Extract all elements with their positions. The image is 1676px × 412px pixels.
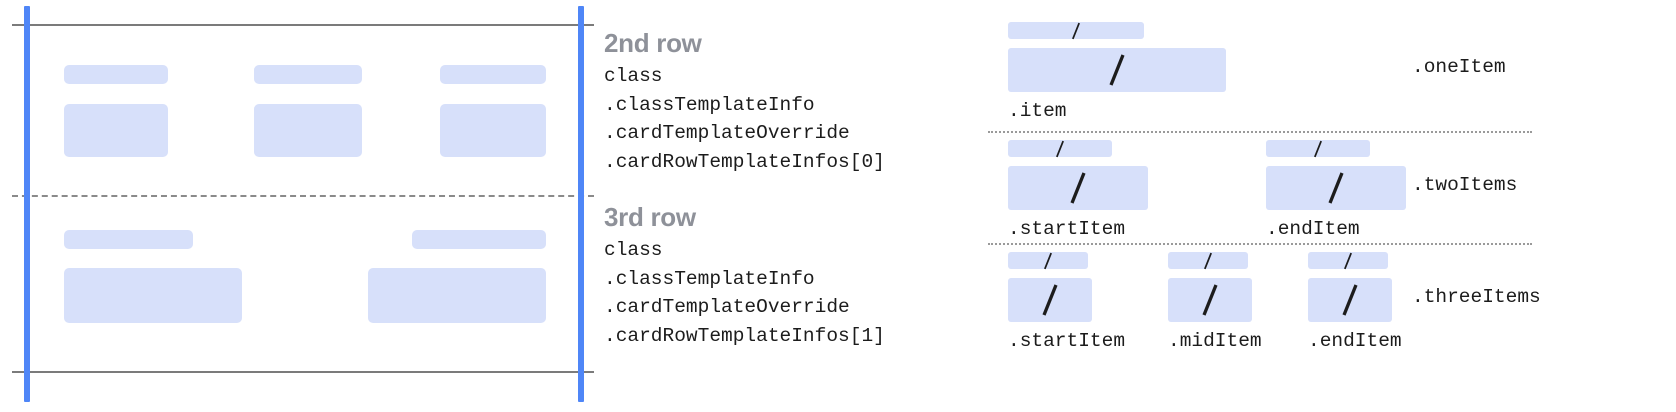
- item-slot: .endItem: [1266, 140, 1406, 242]
- body-block: [368, 268, 546, 323]
- body-block: [254, 104, 362, 157]
- label-block: [64, 230, 193, 249]
- label-block: [254, 65, 362, 84]
- item-slot-body: [1008, 166, 1148, 210]
- code-line: .cardRowTemplateInfos[0]: [604, 150, 885, 173]
- slash-icon: [1328, 172, 1344, 204]
- row-spec-second: 2nd row class .classTemplateInfo .cardTe…: [604, 26, 885, 176]
- row-spec-third: 3rd row class .classTemplateInfo .cardTe…: [604, 200, 885, 350]
- item-band-two-items: .startItem .endItem .twoItems: [988, 140, 1676, 250]
- item-slot-header: [1008, 140, 1112, 157]
- row-divider-dashed: [12, 195, 594, 197]
- slash-icon: [1342, 284, 1358, 316]
- row-heading: 3rd row: [604, 202, 696, 232]
- bottom-boundary-rule: [12, 371, 594, 373]
- item-slot-body: [1266, 166, 1406, 210]
- item-slot-body: [1008, 278, 1092, 322]
- slash-icon: [1109, 54, 1125, 86]
- item-slot-body: [1168, 278, 1252, 322]
- slash-icon: [1314, 140, 1322, 157]
- code-line: .classTemplateInfo: [604, 267, 815, 290]
- slash-icon: [1056, 140, 1064, 157]
- item-slot-caption: .endItem: [1308, 330, 1402, 352]
- card-row-layout-preview: [0, 0, 594, 412]
- slash-icon: [1042, 284, 1058, 316]
- slash-icon: [1204, 252, 1212, 269]
- code-line: .cardTemplateOverride: [604, 122, 850, 144]
- item-slot-body: [1008, 48, 1226, 92]
- label-block: [412, 230, 546, 249]
- band-separator: [988, 131, 1532, 133]
- item-slot-caption: .startItem: [1008, 330, 1126, 352]
- row-spec-list: 2nd row class .classTemplateInfo .cardTe…: [600, 0, 970, 412]
- left-guide-bar: [24, 6, 30, 402]
- code-line: class: [604, 239, 663, 261]
- band-label: .oneItem: [1412, 56, 1506, 78]
- body-block: [64, 104, 168, 157]
- band-separator: [988, 243, 1532, 245]
- label-block: [440, 65, 546, 84]
- item-slot-header: [1008, 252, 1088, 269]
- band-label: .twoItems: [1412, 174, 1518, 196]
- item-slot: .startItem: [1008, 252, 1126, 354]
- code-line: .cardTemplateOverride: [604, 296, 850, 318]
- slash-icon: [1202, 284, 1218, 316]
- row-heading: 2nd row: [604, 28, 702, 58]
- slash-icon: [1044, 252, 1052, 269]
- top-boundary-rule: [12, 24, 594, 26]
- item-arrangement-legend: .item .oneItem .startItem .endItem .twoItem…: [988, 0, 1676, 412]
- body-block: [440, 104, 546, 157]
- item-slot-caption: .startItem: [1008, 218, 1126, 240]
- code-line: .classTemplateInfo: [604, 93, 815, 116]
- code-line: .cardRowTemplateInfos[1]: [604, 324, 885, 347]
- band-label: .threeItems: [1412, 286, 1541, 308]
- body-block: [64, 268, 242, 323]
- right-guide-bar: [578, 6, 584, 402]
- item-slot-header: [1266, 140, 1370, 157]
- item-band-three-items: .startItem .midItem .endItem .threeItems: [988, 252, 1676, 362]
- label-block: [64, 65, 168, 84]
- item-slot: .midItem: [1168, 252, 1262, 354]
- item-slot-header: [1168, 252, 1248, 269]
- item-band-one-item: .item .oneItem: [988, 22, 1676, 130]
- item-slot: .startItem: [1008, 140, 1148, 242]
- item-slot-caption: .midItem: [1168, 330, 1262, 352]
- slash-icon: [1344, 252, 1352, 269]
- item-slot-caption: .item: [1008, 100, 1067, 122]
- item-slot: .item: [1008, 22, 1226, 124]
- item-slot-caption: .endItem: [1266, 218, 1360, 240]
- slash-icon: [1070, 172, 1086, 204]
- slash-icon: [1072, 22, 1080, 39]
- item-slot-body: [1308, 278, 1392, 322]
- code-line: class: [604, 65, 663, 87]
- item-slot-header: [1308, 252, 1388, 269]
- item-slot: .endItem: [1308, 252, 1402, 354]
- item-slot-header: [1008, 22, 1144, 39]
